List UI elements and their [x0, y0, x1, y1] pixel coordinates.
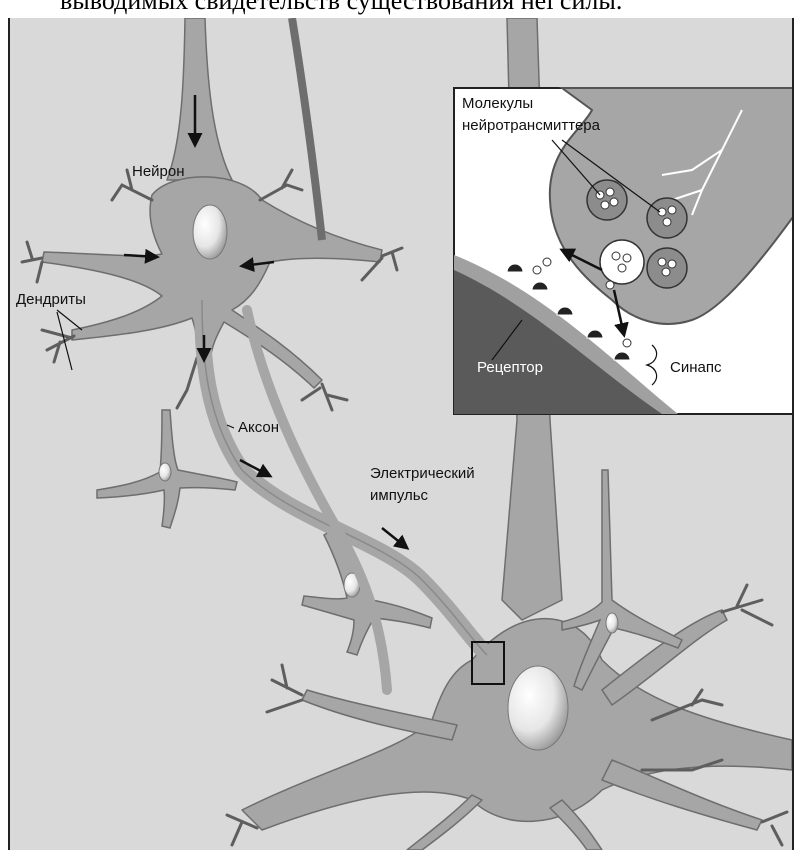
synapse-inset: Молекулы нейротрансмиттера Рецептор Сина…: [454, 88, 792, 414]
top-neuron-thin-dendrite: [292, 18, 322, 240]
label-synapse: Синапс: [670, 359, 722, 376]
label-neuron: Нейрон: [132, 163, 185, 180]
label-impulse-2: импульс: [370, 487, 429, 504]
label-receptor: Рецептор: [477, 359, 543, 376]
top-neuron: [42, 18, 382, 388]
label-molecules-2: нейротрансмиттера: [462, 117, 601, 134]
label-axon: Аксон: [238, 419, 279, 436]
label-dendrites: Дендриты: [16, 291, 86, 308]
label-impulse-1: Электрический: [370, 465, 475, 482]
neuron-diagram: Молекулы нейротрансмиттера Рецептор Сина…: [10, 18, 792, 850]
label-molecules-1: Молекулы: [462, 95, 533, 112]
top-neuron-nucleus: [193, 205, 227, 259]
bottom-neuron-nucleus: [508, 666, 568, 750]
diagram-frame: Молекулы нейротрансмиттера Рецептор Сина…: [8, 18, 794, 850]
top-caption: выводимых свидетельств существования неї…: [60, 0, 797, 16]
